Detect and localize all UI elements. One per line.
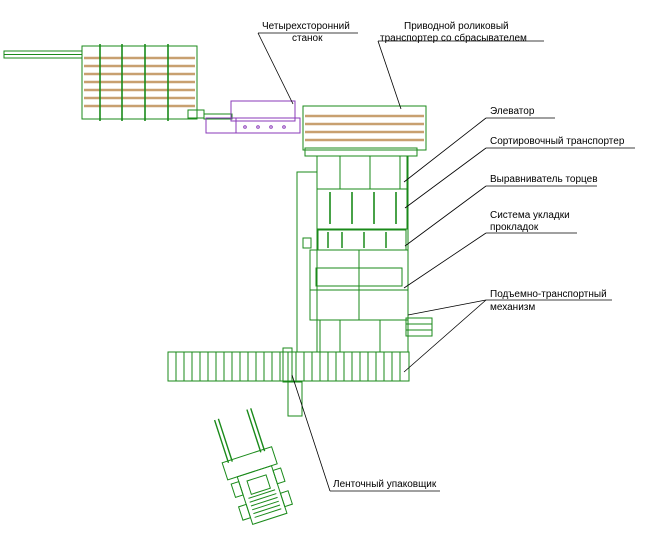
elevator: [316, 155, 408, 190]
driven-roller-conveyor: [302, 105, 427, 157]
band-strapper: [282, 347, 303, 417]
sticker-placement-system: [309, 249, 409, 320]
lift-transport-mechanism: [296, 156, 433, 353]
end-aligner: [317, 229, 407, 251]
lift-mechanism-label-line2: механизм: [490, 302, 535, 313]
leader-lines: [257, 32, 635, 492]
planer-label-line2: станок: [292, 33, 323, 44]
sorting-conveyor: [316, 188, 408, 230]
sorting-conveyor-label: Сортировочный транспортер: [490, 136, 625, 147]
four-sided-planer: [205, 100, 301, 134]
discharge-roller-conveyor: [167, 351, 410, 382]
roller-conveyor-label-line1: Приводной роликовый: [404, 21, 509, 32]
forklift-loader: [213, 408, 294, 526]
strapper-label: Ленточный упаковщик: [333, 479, 437, 490]
infeed-storage-conveyor: [3, 44, 233, 121]
forklift-grille-bar: [250, 496, 278, 507]
elevator-label: Элеватор: [490, 106, 535, 117]
end-aligner-label: Выравниватель торцев: [490, 174, 598, 185]
forklift-grille-bar: [248, 489, 276, 499]
forklift-grille-bar: [254, 508, 282, 518]
planer-label-line1: Четырехсторонний: [262, 21, 350, 32]
forklift-grille-bar: [249, 493, 277, 503]
forklift-grille-bar: [253, 504, 281, 515]
roller-conveyor-label-line2: транспортер со сбрасывателем: [380, 32, 527, 44]
sticker-system-label-line1: Система укладки: [490, 210, 570, 221]
lift-mechanism-label-line1: Подъемно-транспортный: [490, 289, 607, 300]
forklift-grille-bar: [252, 500, 279, 511]
sticker-system-label-line2: прокладок: [490, 222, 539, 233]
